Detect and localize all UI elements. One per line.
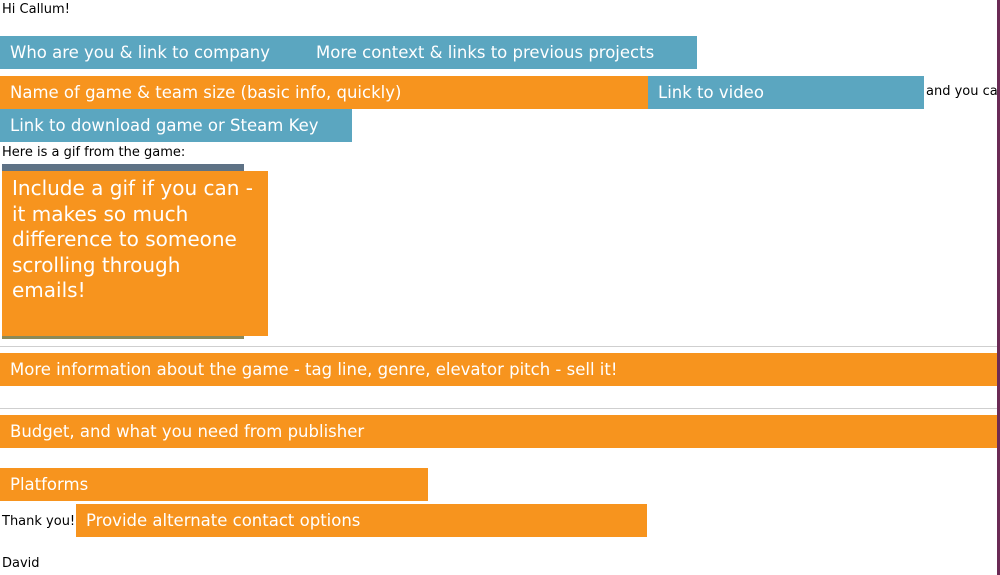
platforms-label: Platforms xyxy=(10,475,89,494)
window-edge xyxy=(997,0,1000,575)
video-label: Link to video xyxy=(658,83,764,102)
platforms-block: Platforms xyxy=(0,468,428,501)
body-text-fragment: and you ca xyxy=(926,84,998,99)
game-team-label: Name of game & team size (basic info, qu… xyxy=(10,83,402,102)
who-you-are-block: Who are you & link to company More conte… xyxy=(0,36,697,69)
video-link-block: Link to video xyxy=(648,76,924,109)
download-label: Link to download game or Steam Key xyxy=(10,116,319,135)
closing-text: Thank you! xyxy=(2,514,76,529)
gif-tip-block: Include a gif if you can - it makes so m… xyxy=(2,171,268,336)
context-links-label: More context & links to previous project… xyxy=(316,43,655,62)
contact-label: Provide alternate contact options xyxy=(86,511,361,530)
obscured-text-line xyxy=(0,408,997,409)
gif-intro-text: Here is a gif from the game: xyxy=(2,145,186,160)
signature-text: David xyxy=(2,556,40,571)
game-team-block: Name of game & team size (basic info, qu… xyxy=(0,76,648,109)
download-link-block: Link to download game or Steam Key xyxy=(0,109,352,142)
who-company-label: Who are you & link to company xyxy=(10,43,270,62)
budget-block: Budget, and what you need from publisher xyxy=(0,415,997,448)
greeting-text: Hi Callum! xyxy=(2,2,70,17)
more-info-label: More information about the game - tag li… xyxy=(10,360,618,379)
budget-label: Budget, and what you need from publisher xyxy=(10,422,365,441)
obscured-text-line xyxy=(0,346,997,347)
contact-options-block: Provide alternate contact options xyxy=(76,504,647,537)
more-info-block: More information about the game - tag li… xyxy=(0,353,997,386)
